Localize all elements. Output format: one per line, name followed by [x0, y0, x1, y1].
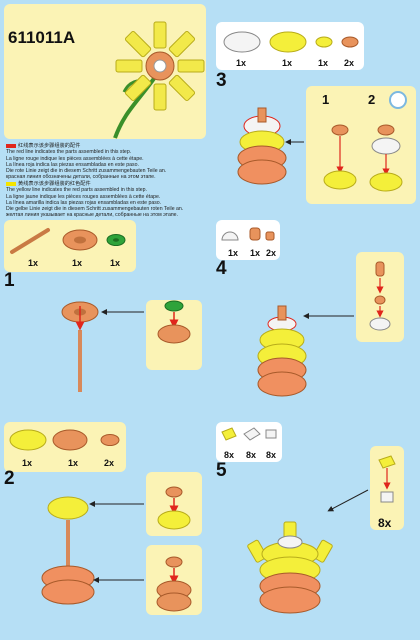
- step3-main-illustration: [238, 92, 406, 191]
- step4-parts: [222, 228, 274, 240]
- cover-flower-image: [115, 22, 204, 138]
- step3-parts: [224, 32, 358, 52]
- orange-gear-disc: [63, 230, 97, 250]
- green-round-disc: [107, 235, 125, 246]
- step5-parts: [222, 428, 276, 440]
- step5-main-illustration: [247, 456, 395, 613]
- step2-main-illustration: [42, 487, 191, 611]
- step4-main-illustration: [258, 262, 390, 396]
- step2-parts: [10, 430, 119, 450]
- step1-main-illustration: [62, 301, 190, 392]
- step1-parts: [12, 230, 125, 252]
